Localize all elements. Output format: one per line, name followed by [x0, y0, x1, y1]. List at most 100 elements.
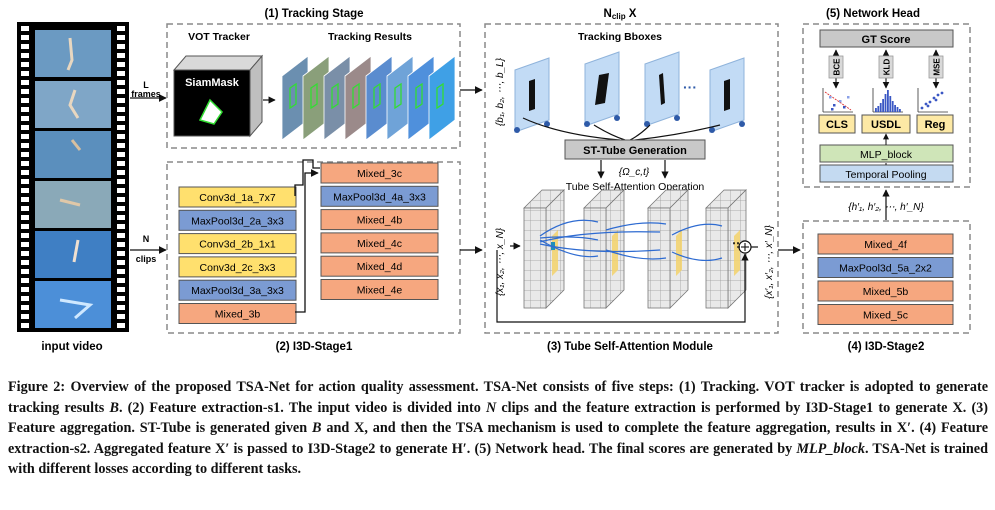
tracking-result-frames — [281, 55, 456, 141]
stage1-col1-block: Conv3d_1a_7x7 — [178, 186, 297, 208]
video-frame-2 — [35, 81, 111, 128]
attention-links — [539, 219, 723, 262]
i3d-stage1-title: (2) I3D-Stage1 — [276, 341, 353, 353]
st-tube-label: ST-Tube Generation — [583, 145, 687, 157]
head-box-label: CLS — [826, 119, 848, 131]
stage1-column-connector — [295, 169, 319, 313]
head-box-label: USDL — [871, 119, 901, 131]
tracking-result-frame — [344, 55, 372, 141]
stage2-block: Mixed_4f — [817, 233, 954, 255]
head-box: CLS — [818, 114, 856, 134]
prediction-plots — [822, 88, 948, 113]
feature-cube — [583, 189, 625, 309]
siammask-cube — [172, 54, 264, 138]
bbox-ellipsis: ··· — [683, 79, 697, 95]
vot-tracker-label: VOT Tracker — [188, 31, 250, 43]
stage1-col2-block: Mixed_4e — [320, 279, 439, 300]
stage2-block: MaxPool3d_5a_2x2 — [817, 257, 954, 278]
n-clips-label-2: clips — [136, 254, 157, 264]
feature-cubes — [523, 189, 747, 309]
loss-arrow: BCE — [828, 49, 844, 89]
feature-cube — [523, 189, 565, 309]
bbox-plane — [514, 57, 550, 133]
stage1-col1-block: Conv3d_2c_3x3 — [178, 256, 297, 278]
stage1-col1-block-label: MaxPool3d_3a_3x3 — [191, 285, 284, 297]
stage2-block-label: Mixed_5c — [863, 310, 908, 322]
feature-cube — [647, 189, 689, 309]
stage1-col1-block-label: Mixed_3b — [215, 309, 261, 321]
stage1-col2-block-label: Mixed_3c — [357, 168, 402, 180]
bbox-plane — [584, 51, 620, 127]
tsa-top-label: Nclip X — [604, 8, 637, 21]
figure-caption: Figure 2: Overview of the proposed TSA-N… — [8, 379, 988, 478]
l-frames-label-1: L — [143, 80, 149, 90]
stage1-col1-block-label: MaxPool3d_2a_3x3 — [191, 215, 284, 227]
film-strip — [17, 22, 129, 332]
stage1-col1-block: Mixed_3b — [178, 303, 297, 324]
stage1-col2-block: Mixed_4b — [320, 209, 439, 231]
omega-label: {Ω_c,t} — [619, 167, 650, 178]
stage1-connector-up — [294, 159, 320, 196]
loss-arrow: KLD — [878, 49, 894, 89]
tracking-stage-box — [166, 23, 461, 149]
residual-connection — [496, 250, 749, 323]
gt-score-box — [819, 29, 954, 48]
stage1-col1-block-label: Conv3d_1a_7x7 — [199, 192, 276, 204]
bbox-plane — [709, 57, 745, 133]
gt-score-label: GT Score — [862, 34, 911, 46]
bbox-set-label: {b₁, b₂, ⋯, b_L} — [495, 57, 506, 126]
loss-label: KLD — [883, 59, 892, 76]
n-clips-label-1: N — [143, 234, 150, 244]
prediction-plot — [822, 88, 853, 113]
stage1-col1-block: Conv3d_2b_1x1 — [178, 233, 297, 255]
stage1-col2-block-label: Mixed_4c — [357, 238, 402, 250]
feature-cube — [705, 189, 747, 309]
prediction-plot — [872, 88, 903, 113]
stage1-col2-block: MaxPool3d_4a_3x3 — [320, 185, 439, 207]
stage2-block-label: MaxPool3d_5a_2x2 — [839, 263, 932, 275]
tracking-bbox-planes — [514, 51, 745, 133]
stage1-col2-block: Mixed_3c — [320, 162, 439, 184]
l-frames-label-2: frames — [131, 89, 161, 99]
framework-diagram: input video L frames N clips (1) Trackin… — [17, 8, 971, 353]
stage2-block-label: Mixed_5b — [863, 286, 909, 298]
tracking-result-frame — [428, 55, 456, 141]
loss-label: BCE — [833, 58, 842, 76]
input-video-label: input video — [41, 341, 102, 353]
video-frame-1 — [35, 30, 111, 77]
tracking-bboxes-label: Tracking Bboxes — [578, 31, 662, 43]
stage2-block-label: Mixed_4f — [864, 239, 907, 251]
video-frame-3 — [35, 131, 111, 178]
stage1-col2-block-label: Mixed_4e — [357, 285, 403, 297]
stage1-col1-block-label: Conv3d_2b_1x1 — [199, 239, 276, 251]
stage1-col1-block: MaxPool3d_2a_3x3 — [178, 209, 297, 231]
network-head-title: (5) Network Head — [826, 8, 920, 20]
i3d-stage2-title: (4) I3D-Stage2 — [848, 341, 925, 353]
i3d-stage2-box — [802, 220, 971, 334]
head-box-label: Reg — [925, 119, 946, 131]
stage1-col2-block: Mixed_4d — [320, 255, 439, 277]
st-tube-generation-box — [564, 139, 706, 160]
stage2-block: Mixed_5b — [817, 280, 954, 302]
stage1-col2-block-label: Mixed_4b — [357, 215, 403, 227]
tracking-stage-title: (1) Tracking Stage — [264, 8, 363, 20]
mlp-block-label: MLP_block — [860, 149, 913, 161]
stage1-col2-block-label: MaxPool3d_4a_3x3 — [333, 191, 426, 203]
prediction-plot — [917, 88, 948, 113]
stage1-col2-block-label: Mixed_4d — [357, 261, 403, 273]
head-box: USDL — [861, 114, 911, 134]
bbox-plane — [644, 51, 680, 127]
x-prime-set-label: {x′₁, x′₂, ⋯, x′_N} — [764, 224, 775, 298]
video-frame-5 — [35, 231, 111, 278]
temporal-pooling-label: Temporal Pooling — [845, 169, 926, 181]
network-head-box — [802, 23, 971, 188]
stage1-col1-block-label: Conv3d_2c_3x3 — [200, 262, 276, 274]
i3d-stage1-box — [166, 161, 461, 334]
loss-arrow: MSE — [928, 49, 944, 89]
tsa-module-title: (3) Tube Self-Attention Module — [547, 341, 713, 353]
stage1-col1-block: MaxPool3d_3a_3x3 — [178, 279, 297, 301]
siammask-label: SiamMask — [185, 77, 240, 89]
loss-label: MSE — [933, 58, 942, 76]
tracking-results-label: Tracking Results — [328, 31, 412, 43]
head-box: Reg — [916, 114, 954, 134]
